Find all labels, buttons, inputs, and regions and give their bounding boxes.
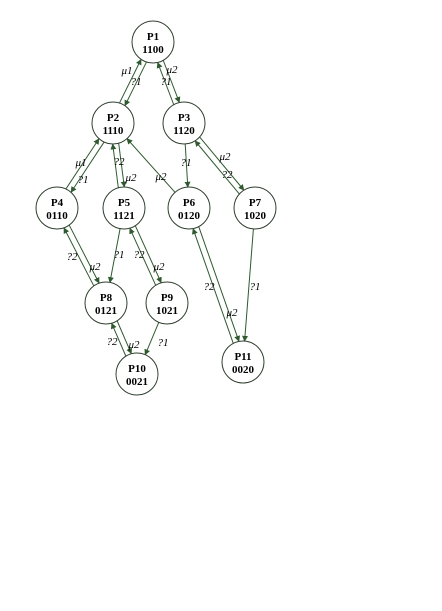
edge-label-p3-to-p6: ?1 [181, 157, 192, 169]
state-node-circle [221, 340, 265, 384]
edge-p11-to-p6 [192, 228, 234, 344]
state-node-code: 1120 [173, 125, 195, 137]
edge-p8-to-p10 [116, 320, 132, 355]
state-node-circle [167, 186, 211, 230]
edge-label-p4-to-p8: ?2 [67, 251, 79, 263]
edge-p5-to-p9 [134, 225, 162, 284]
edge-label-p6-to-p2: μ2 [154, 171, 167, 183]
edge-p2-to-p4 [70, 141, 105, 193]
nodes-layer: P11100P21110P31120P40110P51121P60120P710… [35, 20, 277, 396]
state-node-circle [102, 186, 146, 230]
edge-label-p5-to-p9: ?2 [134, 249, 146, 261]
state-node-circle [91, 101, 135, 145]
edge-label-p9-to-p10: ?1 [158, 337, 169, 349]
state-node-name: P9 [161, 292, 174, 304]
edge-label-p10-to-p8: μ2 [127, 339, 140, 351]
state-node-name: P10 [128, 363, 146, 375]
state-node-circle [162, 101, 206, 145]
edge-p4-to-p2 [65, 138, 100, 190]
edge-p1-to-p2 [124, 61, 147, 107]
state-node-code: 1020 [244, 210, 267, 222]
edge-p6-to-p2 [126, 138, 176, 193]
edge-label-p1-to-p2: ?1 [131, 76, 142, 88]
state-node-circle [131, 20, 175, 64]
edge-label-p9-to-p5: μ2 [152, 261, 165, 273]
state-node-name: P11 [234, 351, 251, 363]
edge-p3-to-p1 [156, 61, 175, 105]
state-node-code: 1121 [113, 210, 134, 222]
state-node-code: 0120 [178, 210, 201, 222]
state-node-name: P7 [249, 197, 262, 209]
edge-p9-to-p5 [129, 227, 157, 286]
state-node-circle [35, 186, 79, 230]
state-node-code: 1110 [103, 125, 124, 137]
state-node-circle [84, 281, 128, 325]
edge-label-p8-to-p10: ?2 [107, 336, 119, 348]
state-node-name: P5 [118, 197, 131, 209]
state-node-name: P8 [100, 292, 113, 304]
state-node-name: P2 [107, 112, 120, 124]
edge-p1-to-p3 [162, 60, 181, 104]
edge-p2-to-p5 [118, 143, 127, 188]
state-node-name: P6 [183, 197, 196, 209]
state-node-code: 1021 [156, 305, 178, 317]
state-node-code: 1100 [142, 44, 164, 56]
state-node-circle [233, 186, 277, 230]
edge-label-p8-to-p4: μ2 [88, 261, 101, 273]
edge-p3-to-p7 [199, 136, 245, 191]
state-node-code: 0020 [232, 364, 255, 376]
state-node-code: 0021 [126, 376, 148, 388]
edge-p9-to-p10 [144, 322, 160, 356]
edge-p4-to-p8 [68, 225, 100, 284]
edge-p2-to-p1 [119, 58, 142, 104]
edge-label-p6-to-p11: ?2 [204, 281, 216, 293]
edge-label-p7-to-p3: μ2 [218, 151, 231, 163]
edge-label-p1-to-p3: ?1 [161, 76, 172, 88]
edge-label-p3-to-p1: μ2 [165, 64, 178, 76]
edge-p7-to-p11 [242, 228, 254, 342]
state-node-name: P3 [178, 112, 191, 124]
edge-p7-to-p3 [194, 140, 240, 195]
edge-label-p2-to-p1: μ1 [120, 65, 132, 77]
state-node-name: P1 [147, 31, 159, 43]
state-node-code: 0110 [46, 210, 68, 222]
edge-label-p5-to-p8: ?1 [114, 249, 125, 261]
edge-p8-to-p4 [63, 227, 95, 286]
edge-label-p7-to-p11: ?1 [250, 281, 261, 293]
edge-label-p5-to-p2: μ2 [124, 172, 137, 184]
edge-label-p2-to-p4: ?1 [78, 174, 89, 186]
edge-p6-to-p11 [198, 226, 240, 342]
edge-label-p11-to-p6: μ2 [225, 307, 238, 319]
edge-p10-to-p8 [111, 322, 127, 357]
state-node-name: P4 [51, 197, 64, 209]
edge-label-p2-to-p5: ?2 [114, 156, 126, 168]
edge-p5-to-p2 [110, 143, 119, 188]
edge-label-p3-to-p7: ?2 [222, 169, 234, 181]
state-node-circle [115, 352, 159, 396]
edge-p5-to-p8 [107, 228, 121, 284]
edge-label-p4-to-p2: μ1 [74, 157, 86, 169]
state-node-code: 0121 [95, 305, 117, 317]
edge-p3-to-p6 [184, 143, 191, 188]
state-node-circle [145, 281, 189, 325]
edges-layer [63, 58, 254, 357]
